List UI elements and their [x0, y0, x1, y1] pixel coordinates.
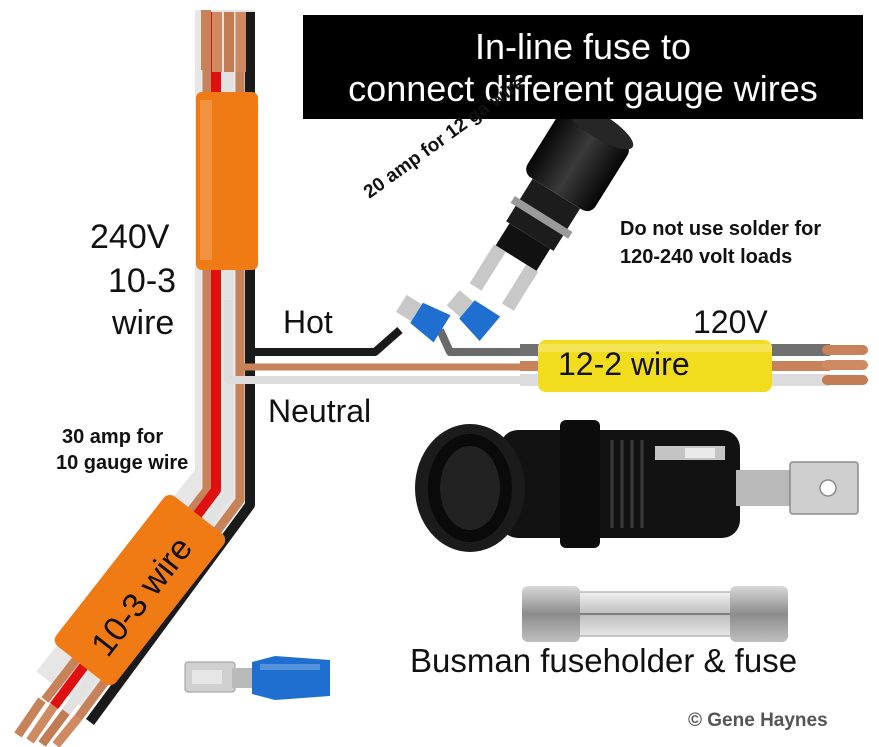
glass-fuse-icon — [522, 586, 788, 642]
label-120v: 120V — [693, 304, 768, 340]
label-fuseholder-caption: Busman fuseholder & fuse — [410, 642, 798, 679]
label-30-amp-line2: 10 gauge wire — [56, 452, 189, 474]
label-neutral: Neutral — [268, 393, 372, 429]
label-solder-line2: 120-240 volt loads — [620, 246, 793, 268]
label-solder-line1: Do not use solder for — [620, 218, 822, 240]
label-240v: 240V — [90, 218, 170, 256]
wire-bundle-12-2 — [520, 340, 868, 392]
copyright-text: © Gene Haynes — [688, 710, 828, 731]
label-hot: Hot — [283, 304, 333, 340]
yellow-sleeve — [538, 340, 772, 392]
label-10-3: 10-3 — [108, 262, 177, 300]
label-wire: wire — [112, 304, 175, 342]
orange-sleeve-lower — [54, 494, 226, 686]
label-30-amp-line1: 30 amp for — [62, 426, 164, 448]
title-line-1: In-line fuse to — [474, 26, 692, 67]
orange-sleeve-upper — [196, 92, 258, 270]
copper-strands-top — [201, 10, 246, 72]
title-banner: In-line fuse to connect different gauge … — [303, 15, 863, 119]
panel-mount-fuseholder-icon — [415, 420, 859, 552]
inline-fuseholder-icon — [396, 102, 634, 343]
copper-strands-bottom — [14, 697, 82, 747]
title-line-2: connect different gauge wires — [348, 68, 818, 109]
wire-bundle-10-3 — [14, 10, 258, 747]
label-12-2-wire: 12-2 wire — [558, 346, 690, 382]
blue-spade-connector-icon — [184, 656, 330, 700]
